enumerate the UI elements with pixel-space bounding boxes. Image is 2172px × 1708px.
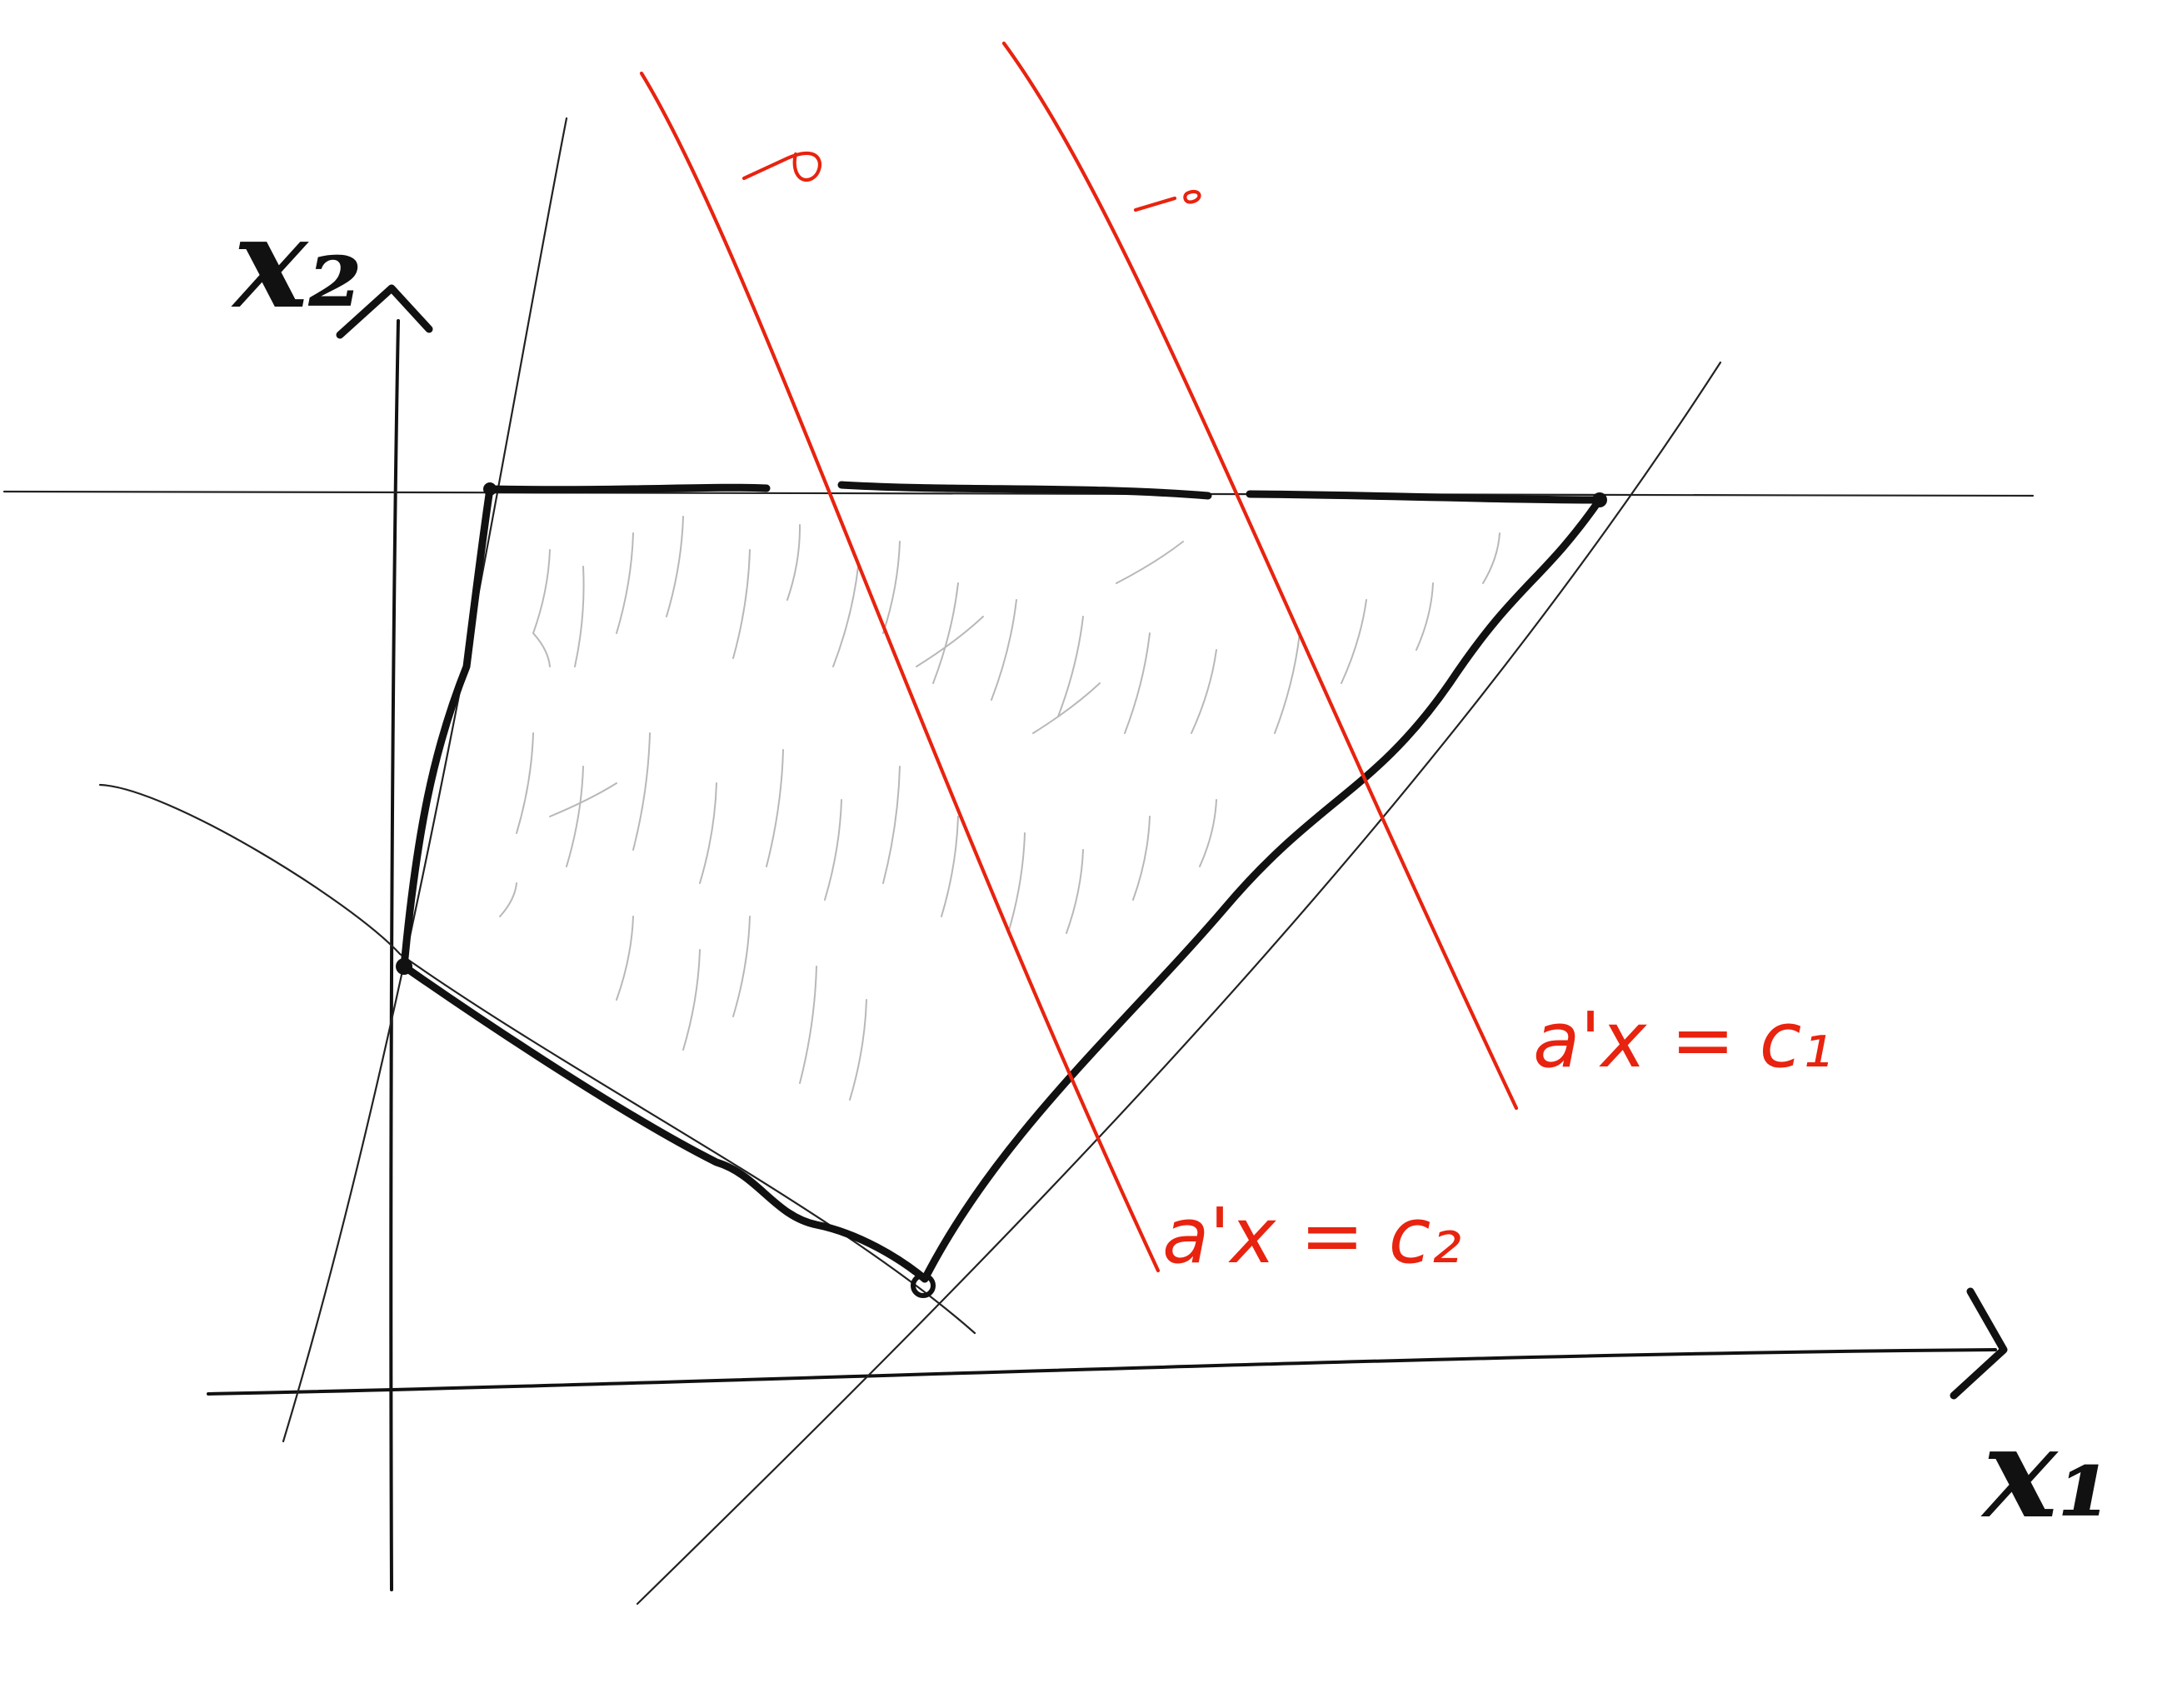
shading-stroke — [941, 816, 959, 917]
objective-line-c2-direction-arrow — [741, 151, 822, 182]
shading-stroke — [882, 766, 901, 884]
shading-stroke — [1116, 541, 1184, 584]
shading-stroke — [532, 632, 551, 667]
shading-stroke — [699, 782, 717, 884]
shading-stroke — [666, 516, 684, 617]
shading-stroke — [824, 799, 842, 901]
x-axis-label: x₁ — [1980, 1400, 2112, 1546]
shading-stroke — [616, 916, 634, 1001]
shading-stroke — [1416, 582, 1434, 651]
shading-stroke — [1032, 682, 1101, 734]
vertex-top-left — [483, 482, 497, 496]
boundary-top-edge — [486, 481, 1604, 504]
shading-stroke — [516, 732, 534, 834]
shading-stroke — [1482, 532, 1500, 584]
shading-stroke — [574, 566, 585, 667]
shading-stroke — [532, 549, 551, 634]
shading-stroke — [932, 582, 959, 684]
shading-stroke — [732, 549, 751, 659]
constraint-line-horizontal — [2, 490, 2035, 497]
shading-stroke — [499, 882, 517, 917]
y-axis — [389, 319, 400, 1591]
shading-stroke — [1199, 799, 1217, 867]
shading-stroke — [632, 732, 651, 851]
shading-stroke — [1341, 599, 1367, 684]
objective-line-c1 — [1001, 41, 1519, 1111]
shading-stroke — [1057, 616, 1084, 717]
objective-line-c2 — [639, 71, 1161, 1273]
vertices — [396, 482, 1607, 1298]
feasible-region-boundary — [400, 481, 1604, 1283]
shading-stroke — [882, 541, 901, 634]
shading-stroke — [1191, 649, 1217, 734]
shading-stroke — [549, 782, 617, 817]
vertex-top-right — [1592, 492, 1607, 507]
shading-stroke — [832, 566, 859, 667]
x-axis — [207, 1348, 1997, 1396]
y-axis-arrowhead — [336, 284, 433, 339]
shading-stroke — [991, 599, 1017, 701]
shading-stroke — [1274, 632, 1301, 734]
objective-line-c1-direction-arrow — [1133, 189, 1201, 212]
shading-stroke — [1007, 832, 1026, 934]
shading-stroke — [1124, 632, 1151, 734]
constraint-line-diagonal — [636, 361, 1722, 1606]
shading-stroke — [849, 999, 867, 1101]
shading-stroke — [916, 616, 984, 667]
vertex-left — [396, 958, 412, 975]
objective-lines — [639, 41, 1519, 1273]
shading-stroke — [732, 916, 751, 1017]
boundary-left-edge — [400, 485, 494, 971]
axes — [207, 284, 2008, 1591]
constraint-lines — [2, 117, 2035, 1606]
boundary-bottom-edge — [400, 962, 929, 1283]
x-axis-arrowhead — [1950, 1287, 2008, 1400]
shading-stroke — [682, 949, 701, 1051]
y-axis-label: x₂ — [231, 190, 362, 337]
shading-stroke — [799, 966, 817, 1084]
objective-line-c1-label: a'x = c₁ — [1533, 996, 1832, 1085]
constraint-line-steep — [282, 117, 568, 1443]
shading-stroke — [616, 532, 634, 634]
feasible-region-shading — [499, 516, 1500, 1101]
shading-stroke — [1066, 849, 1084, 934]
shading-stroke — [766, 749, 784, 867]
boundary-right-edge — [921, 496, 1604, 1283]
shading-stroke — [1132, 816, 1151, 901]
shading-stroke — [786, 524, 801, 601]
vertex-bottom — [911, 1273, 936, 1298]
objective-line-c2-label: a'x = c₂ — [1162, 1191, 1461, 1281]
shading-stroke — [566, 766, 584, 867]
